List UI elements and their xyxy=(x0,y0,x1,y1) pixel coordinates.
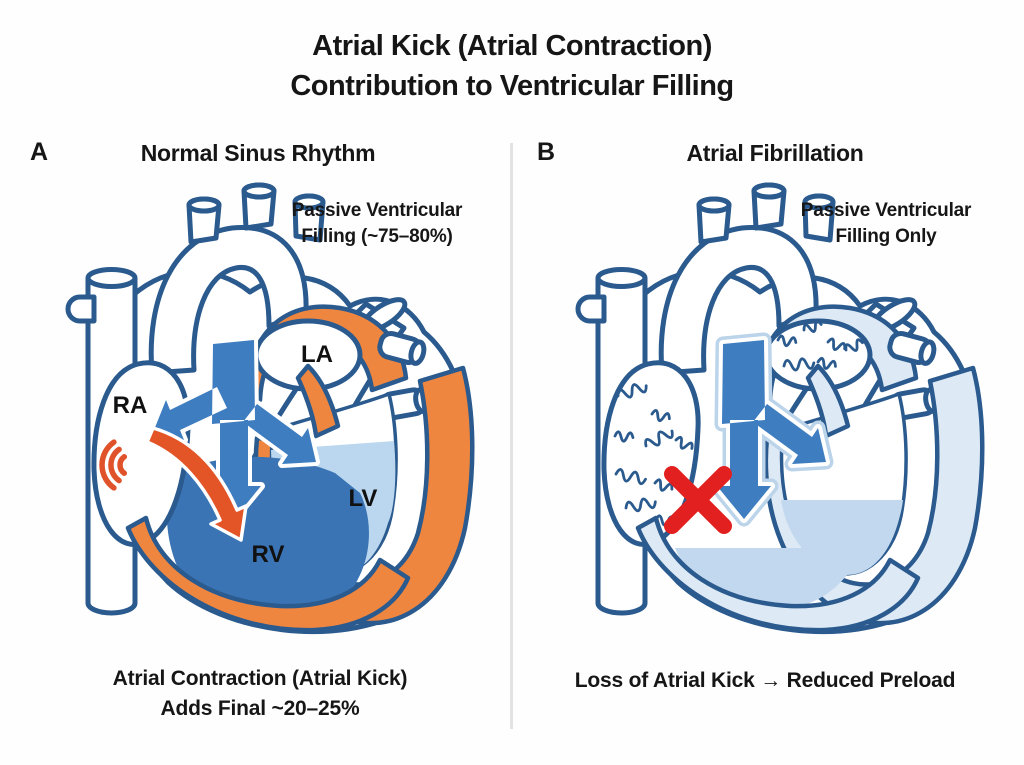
pulmonary-vein-stub-1 xyxy=(887,330,937,366)
heart-diagram-atrial-fibrillation xyxy=(575,182,985,634)
passive-filling-arrow xyxy=(709,332,834,527)
panel-a-annotation-line-1: Passive Ventricular xyxy=(291,200,463,221)
arch-branch-3-opening xyxy=(292,193,326,211)
panel-a-caption: Atrial Contraction (Atrial Kick) Adds Fi… xyxy=(60,664,460,724)
valve-accent xyxy=(295,363,341,439)
rv-wall xyxy=(125,515,411,633)
red-x-icon xyxy=(664,466,732,534)
atrial-kick-arrow xyxy=(145,426,248,542)
panel-b-heading: Atrial Fibrillation xyxy=(686,140,864,166)
chamber-label-la: LA xyxy=(301,341,333,368)
arch-branch-2-opening xyxy=(751,182,787,200)
aortic-arch xyxy=(148,225,309,376)
panel-a-caption-line-1: Atrial Contraction (Atrial Kick) xyxy=(112,667,408,690)
panel-b-annotation: Passive Ventricular Filling Only xyxy=(751,198,1021,250)
vena-cava-opening xyxy=(85,267,138,289)
arch-branch-2-opening xyxy=(241,182,277,200)
fibrillation-squiggles-la xyxy=(776,319,864,372)
aortic-arch xyxy=(658,225,819,376)
pulmonary-vein-stub-1 xyxy=(377,330,427,366)
panel-a-heading: Normal Sinus Rhythm xyxy=(140,140,376,166)
vena-cava-stub xyxy=(575,294,607,324)
panel-a-annotation-line-2: Filling (~75–80%) xyxy=(301,226,453,247)
page-title-line-2: Contribution to Ventricular Filling xyxy=(290,70,734,102)
chamber-label-rv: RV xyxy=(251,541,285,568)
arch-branch-1-opening xyxy=(696,196,732,214)
panel-b-caption-line-1: Loss of Atrial Kick → Reduced Preload xyxy=(574,669,956,692)
panel-a-caption-line-2: Adds Final ~20–25% xyxy=(160,697,360,720)
vena-cava-opening xyxy=(595,267,648,289)
panel-b-caption: Loss of Atrial Kick → Reduced Preload xyxy=(545,666,985,696)
page-title-line-1: Atrial Kick (Atrial Contraction) xyxy=(312,30,712,62)
chamber-label-lv: LV xyxy=(348,485,378,512)
panel-a-annotation: Passive Ventricular Filling (~75–80%) xyxy=(242,198,512,250)
rv-wall xyxy=(635,515,921,633)
panel-divider xyxy=(510,143,513,729)
chamber-label-ra: RA xyxy=(112,392,148,419)
arch-branch-3-opening xyxy=(802,193,836,211)
arch-branch-1-opening xyxy=(186,196,222,214)
panel-b-annotation-line-2: Filling Only xyxy=(835,226,937,247)
panel-a-letter: A xyxy=(30,138,49,166)
page-title: Atrial Kick (Atrial Contraction) Contrib… xyxy=(0,26,1024,106)
panel-b-annotation-line-1: Passive Ventricular xyxy=(800,200,972,221)
panel-b-letter: B xyxy=(537,138,556,166)
valve-accent xyxy=(805,363,851,439)
vena-cava-stub xyxy=(65,294,97,324)
heart-diagram-normal-sinus xyxy=(65,182,475,634)
contraction-waves-icon xyxy=(99,439,128,491)
